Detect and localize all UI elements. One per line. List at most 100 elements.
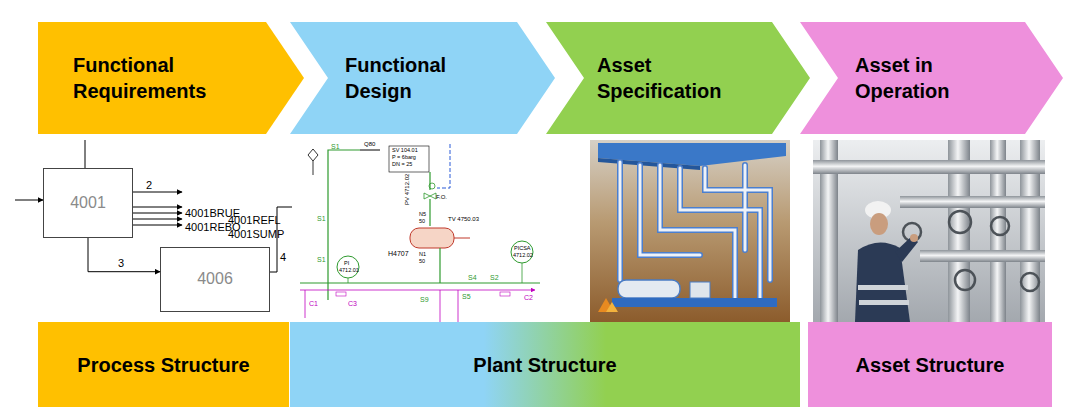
plant-photo-part: [903, 211, 1039, 291]
plant-photo-part: [920, 250, 1045, 262]
block-wiring-part: [133, 213, 182, 214]
pid-drawing-part: [410, 228, 454, 248]
node-text: Plant Structure: [473, 352, 616, 378]
arrow-outline: [800, 22, 1063, 134]
line-label: C3: [348, 300, 357, 307]
pid-drawing-part: [308, 149, 318, 161]
pid-drawing-part: [424, 193, 436, 199]
text-area: Asset in Operation: [800, 22, 1063, 134]
plant-photo-part: [813, 140, 1045, 322]
tag-label: TV 4750.03: [448, 216, 479, 222]
line-label: S9: [420, 296, 429, 303]
structure-band: Plant Structure: [290, 322, 800, 407]
line-label: S1: [317, 256, 326, 263]
phase-arrow: Asset Specification: [546, 22, 810, 134]
plant-photo-part: [858, 285, 908, 290]
block-wiring-part: [85, 140, 86, 168]
plant-3d-model-part: [590, 140, 790, 322]
pid-drawing-part: [389, 146, 429, 172]
phase-arrow: Functional Design: [290, 22, 555, 134]
tag-label: Q80: [364, 141, 375, 147]
text-area: 4006: [161, 248, 269, 311]
plant-3d-model-part: [598, 158, 700, 170]
equipment-tag: H4707: [388, 250, 409, 257]
arrow-shape: [290, 22, 555, 134]
text-area: 4001: [44, 169, 132, 237]
node-text: Process Structure: [77, 352, 249, 378]
block-wiring-part: [133, 219, 182, 220]
plant-photo-part: [859, 300, 909, 305]
line-label: S1: [317, 215, 326, 222]
tag-label: P = 6barg: [392, 155, 416, 161]
plant-photo-part-part: [903, 223, 921, 241]
flow-arrow: [88, 238, 160, 272]
pid-drawing-part: [522, 263, 523, 283]
instrument-tag: 4712.02: [513, 253, 533, 259]
line-label: S2: [490, 274, 499, 281]
node-text: Functional Design: [345, 52, 495, 104]
pid-drawing-part: [360, 150, 380, 151]
pid-drawing: [300, 144, 540, 322]
line-label: C2: [524, 294, 533, 301]
plant-3d-model-part: [606, 302, 618, 312]
block-wiring-part: [133, 192, 182, 193]
plant-photo-part-part: [955, 270, 975, 290]
plant-3d-model: [590, 140, 790, 322]
text-area: Process Structure: [38, 322, 289, 407]
plant-photo-part: [900, 196, 1045, 208]
node-text: Asset Specification: [597, 52, 747, 104]
line-label: S5: [462, 293, 471, 300]
pid-drawing-part: [337, 256, 359, 278]
block-wiring-part: [133, 225, 182, 226]
nozzle-label: 50: [419, 259, 425, 265]
pid-drawing-part: [437, 144, 450, 188]
process-box: 4006: [160, 247, 270, 312]
process-box: 4001: [43, 168, 133, 238]
pid-drawing-part: [429, 199, 430, 226]
plant-photo-part-part: [1021, 273, 1039, 291]
line-label: S1: [331, 143, 340, 150]
node-text: Functional Requirements: [73, 52, 223, 104]
pid-drawing-part: [300, 290, 535, 291]
node-text: Asset in Operation: [855, 52, 1005, 104]
pid-drawing-part: [511, 241, 533, 263]
stream-number: 4: [280, 252, 286, 263]
plant-3d-model-part: [690, 282, 710, 298]
tag-label: SV 104.01: [392, 148, 418, 154]
line-label: S4: [468, 274, 477, 281]
pid-drawing-part: [305, 290, 306, 318]
text-area: Asset Structure: [808, 322, 1052, 407]
plant-photo-part: [870, 213, 888, 235]
stream-number: 3: [118, 258, 124, 269]
phase-arrow: Functional Requirements: [38, 22, 304, 134]
stream-number: 2: [146, 180, 152, 191]
plant-photo-part: [813, 160, 1045, 174]
tag-label: F.O.: [436, 194, 447, 200]
instrument-tag: PI: [344, 261, 349, 267]
arrow-shape: [546, 22, 810, 134]
instrument-tag: 4712.01: [339, 268, 359, 274]
text-area: Asset Specification: [546, 22, 810, 134]
plant-3d-model-part: [618, 280, 680, 298]
line-label: C1: [309, 300, 318, 307]
text-area: Functional Design: [290, 22, 555, 134]
stream-name: 4001SUMP: [228, 229, 284, 240]
phase-arrow: Asset in Operation: [800, 22, 1063, 134]
pid-drawing-part: [313, 161, 314, 175]
pid-drawing-part: [429, 183, 435, 189]
pid-drawing-part: [500, 292, 510, 296]
arrow-outline: [290, 22, 555, 134]
tag-label: DN = 25: [392, 162, 412, 168]
pid-drawing-part: [300, 282, 540, 283]
pid-drawing-part: [336, 292, 346, 296]
block-wiring-part: [133, 207, 182, 208]
plant-photo-part-part: [949, 211, 971, 233]
block-wiring-part: [15, 200, 43, 201]
tag-label: PV 4712.02: [404, 174, 410, 205]
pid-drawing-part: [440, 290, 441, 322]
nozzle-label: N1: [419, 252, 426, 258]
pid-drawing-part: [458, 290, 459, 322]
arrow-shape: [800, 22, 1063, 134]
structure-band: Asset Structure: [808, 322, 1052, 407]
